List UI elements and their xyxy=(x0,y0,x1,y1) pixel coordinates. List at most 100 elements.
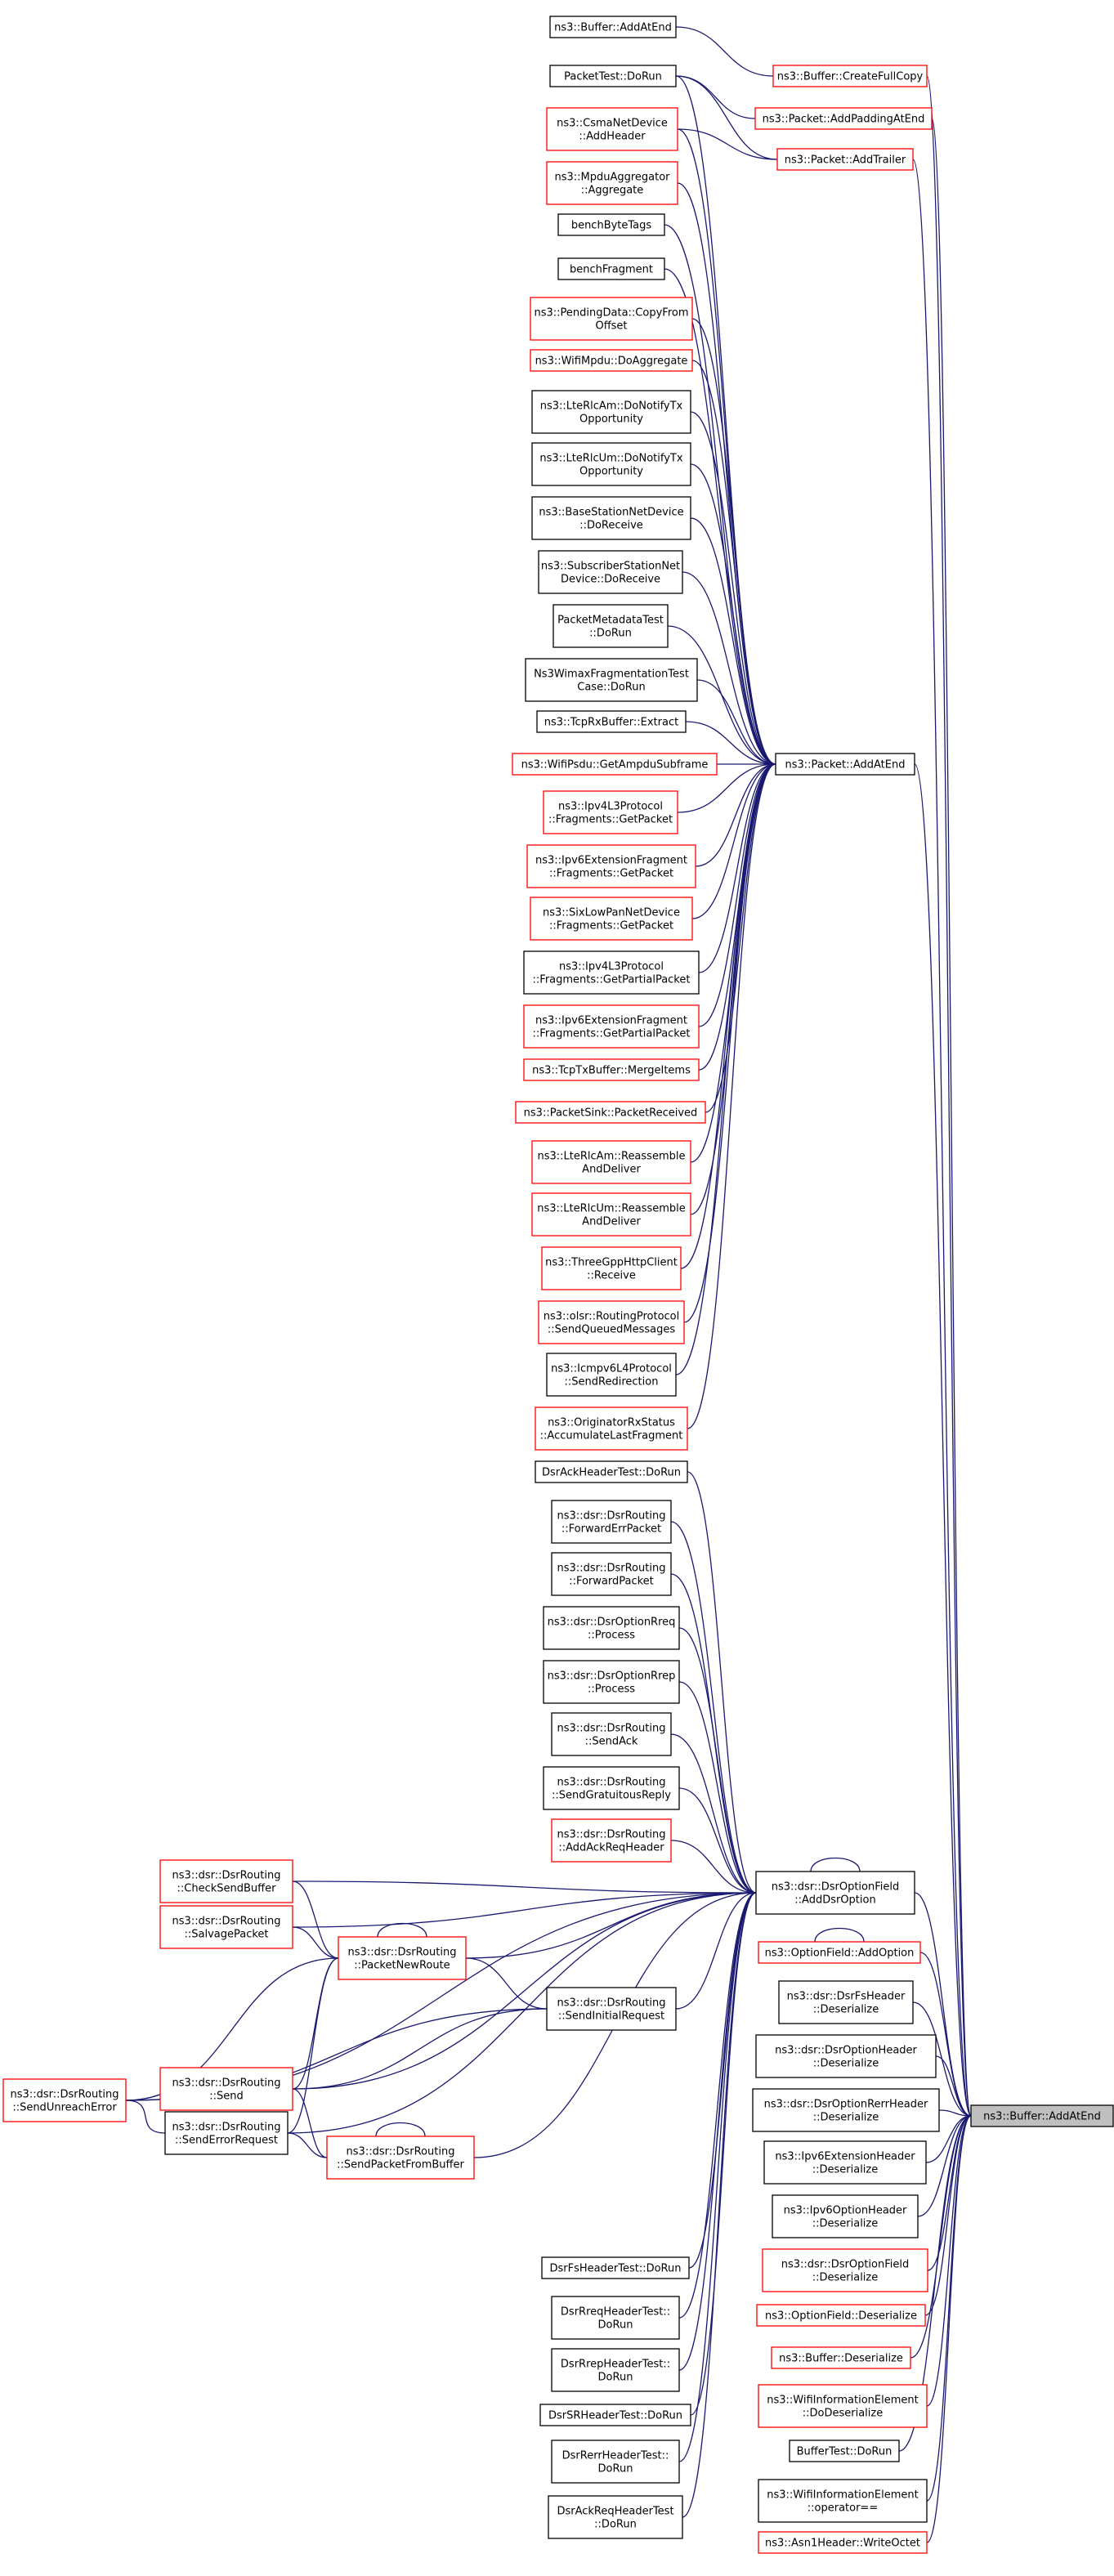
node-n43[interactable]: ns3::dsr::DsrRouting::SalvagePacket xyxy=(159,1905,293,1949)
node-n3[interactable]: ns3::Packet::AddPaddingAtEnd xyxy=(754,107,933,130)
node-n26[interactable]: ns3::PacketSink::PacketReceived xyxy=(515,1101,706,1124)
edge-n1-to-n69 xyxy=(926,75,972,2117)
node-n10[interactable]: ns3::WifiMpdu::DoAggregate xyxy=(530,349,693,372)
node-n36[interactable]: ns3::dsr::DsrOptionRreq::Process xyxy=(543,1606,680,1650)
node-n1[interactable]: ns3::Buffer::CreateFullCopy xyxy=(772,65,928,87)
node-n66[interactable]: DsrSRHeaderTest::DoRun xyxy=(539,2404,691,2426)
node-n46[interactable]: ns3::dsr::DsrFsHeader::Deserialize xyxy=(778,1980,914,2024)
node-n15[interactable]: PacketMetadataTest::DoRun xyxy=(553,604,669,648)
node-label: ns3::OptionField::AddOption xyxy=(765,1948,915,1960)
node-label: ns3::dsr::DsrRouting xyxy=(11,2089,119,2101)
edge-n44-to-n47 xyxy=(465,1957,548,2010)
node-n2[interactable]: PacketTest::DoRun xyxy=(549,65,677,87)
node-n50[interactable]: ns3::dsr::DsrRouting::Send xyxy=(159,2067,293,2111)
node-n32[interactable]: ns3::OriginatorRxStatus::AccumulateLastF… xyxy=(535,1407,688,1451)
node-label: ::ForwardPacket xyxy=(569,1576,654,1588)
node-n37[interactable]: ns3::dsr::DsrOptionRrep::Process xyxy=(543,1660,680,1704)
node-n4[interactable]: ns3::CsmaNetDevice::AddHeader xyxy=(546,107,678,151)
node-n54[interactable]: ns3::Ipv6ExtensionHeader::Deserialize xyxy=(763,2140,927,2185)
node-n56[interactable]: ns3::dsr::DsrOptionField::Deserialize xyxy=(762,2248,928,2292)
node-n55[interactable]: ns3::Ipv6OptionHeader::Deserialize xyxy=(772,2194,919,2238)
node-n61[interactable]: ns3::WifiInformationElement::operator== xyxy=(758,2479,928,2523)
node-label: ns3::dsr::DsrRouting xyxy=(557,1563,666,1575)
node-label: Device::DoReceive xyxy=(561,574,660,586)
node-n47[interactable]: ns3::dsr::DsrRouting::SendInitialRequest xyxy=(546,1987,677,2031)
node-n17[interactable]: ns3::TcpRxBuffer::Extract xyxy=(536,710,687,733)
node-n23[interactable]: ns3::Ipv4L3Protocol::Fragments::GetParti… xyxy=(523,950,700,995)
node-n0[interactable]: ns3::Buffer::AddAtEnd xyxy=(549,16,677,38)
node-n24[interactable]: ns3::Ipv6ExtensionFragment::Fragments::G… xyxy=(523,1004,700,1049)
node-n33[interactable]: DsrAckHeaderTest::DoRun xyxy=(535,1460,688,1483)
node-n57[interactable]: ns3::OptionField::Deserialize xyxy=(756,2304,926,2327)
node-n41[interactable]: ns3::dsr::DsrRouting::CheckSendBuffer xyxy=(159,1859,293,1903)
edge-n20-to-n19 xyxy=(677,763,776,813)
node-n18[interactable]: ns3::WifiPsdu::GetAmpduSubframe xyxy=(512,753,718,776)
node-n29[interactable]: ns3::ThreeGppHttpClient::Receive xyxy=(541,1246,682,1290)
node-n69[interactable]: ns3::Buffer::AddAtEnd xyxy=(970,2104,1114,2127)
edge-n9-to-n19 xyxy=(691,318,776,765)
node-n6[interactable]: ns3::MpduAggregator::Aggregate xyxy=(546,161,678,205)
node-label: ::DoDeserialize xyxy=(803,2408,883,2420)
node-n34[interactable]: ns3::dsr::DsrRouting::ForwardErrPacket xyxy=(551,1500,672,1544)
node-box xyxy=(543,1660,680,1704)
edge-n51-to-n69 xyxy=(938,2109,972,2117)
node-label: ::AddHeader xyxy=(579,131,646,143)
node-n14[interactable]: ns3::SubscriberStationNetDevice::DoRecei… xyxy=(538,550,683,594)
node-n25[interactable]: ns3::TcpTxBuffer::MergeItems xyxy=(523,1058,700,1081)
node-n51[interactable]: ns3::dsr::DsrOptionRerrHeader::Deseriali… xyxy=(752,2088,940,2132)
node-n63[interactable]: DsrFsHeaderTest::DoRun xyxy=(541,2256,690,2279)
node-n60[interactable]: BufferTest::DoRun xyxy=(789,2440,900,2462)
node-box xyxy=(772,65,928,87)
node-box xyxy=(549,16,677,38)
node-box xyxy=(526,844,696,888)
node-n64[interactable]: DsrRreqHeaderTest::DoRun xyxy=(551,2296,680,2340)
node-n8[interactable]: benchFragment xyxy=(557,257,665,280)
node-label: DsrAckHeaderTest::DoRun xyxy=(542,1467,681,1479)
node-n65[interactable]: DsrRrepHeaderTest::DoRun xyxy=(551,2348,680,2392)
node-n31[interactable]: ns3::Icmpv6L4Protocol::SendRedirection xyxy=(546,1353,677,1397)
edge-n45-to-n69 xyxy=(919,1952,972,2117)
node-label: ns3::dsr::DsrRouting xyxy=(172,1870,281,1882)
node-n39[interactable]: ns3::dsr::DsrRouting::SendGratuitousRepl… xyxy=(543,1766,680,1810)
node-n5[interactable]: ns3::Packet::AddTrailer xyxy=(776,148,914,171)
node-n38[interactable]: ns3::dsr::DsrRouting::SendAck xyxy=(551,1712,672,1756)
node-n49[interactable]: ns3::dsr::DsrRouting::SendUnreachError xyxy=(2,2078,127,2122)
node-n59[interactable]: ns3::WifiInformationElement::DoDeseriali… xyxy=(758,2384,928,2428)
edge-n62-to-n69 xyxy=(926,2115,972,2543)
node-n42[interactable]: ns3::dsr::DsrOptionField::AddDsrOption xyxy=(755,1871,915,1915)
edge-n34-to-n42 xyxy=(670,1521,757,1894)
node-n40[interactable]: ns3::dsr::DsrRouting::AddAckReqHeader xyxy=(551,1818,672,1863)
edge-n48-to-n69 xyxy=(935,2055,972,2117)
node-n52[interactable]: ns3::dsr::DsrRouting::SendErrorRequest xyxy=(164,2111,289,2155)
node-n7[interactable]: benchByteTags xyxy=(557,213,665,236)
node-n21[interactable]: ns3::Ipv6ExtensionFragment::Fragments::G… xyxy=(526,844,696,888)
node-n22[interactable]: ns3::SixLowPanNetDevice::Fragments::GetP… xyxy=(530,897,693,941)
node-n53[interactable]: ns3::dsr::DsrRouting::SendPacketFromBuff… xyxy=(326,2135,475,2180)
node-label: ns3::OriginatorRxStatus xyxy=(548,1417,675,1429)
node-n19[interactable]: ns3::Packet::AddAtEnd xyxy=(775,753,915,776)
node-n68[interactable]: DsrAckReqHeaderTest::DoRun xyxy=(548,2495,683,2539)
edge-n30-to-n19 xyxy=(683,763,776,1323)
node-n44[interactable]: ns3::dsr::DsrRouting::PacketNewRoute xyxy=(338,1936,467,1980)
node-n48[interactable]: ns3::dsr::DsrOptionHeader::Deserialize xyxy=(755,2034,937,2078)
node-n35[interactable]: ns3::dsr::DsrRouting::ForwardPacket xyxy=(551,1552,672,1596)
node-n13[interactable]: ns3::BaseStationNetDevice::DoReceive xyxy=(531,496,691,540)
node-label: ::AddDsrOption xyxy=(794,1894,875,1907)
node-n67[interactable]: DsrRerrHeaderTest::DoRun xyxy=(551,2440,680,2484)
node-n30[interactable]: ns3::olsr::RoutingProtocol::SendQueuedMe… xyxy=(538,1300,685,1344)
node-n45[interactable]: ns3::OptionField::AddOption xyxy=(758,1941,921,1964)
node-box xyxy=(543,790,678,834)
node-label: ns3::Asn1Header::WriteOctet xyxy=(765,2538,920,2550)
node-n20[interactable]: ns3::Ipv4L3Protocol::Fragments::GetPacke… xyxy=(543,790,678,834)
node-n58[interactable]: ns3::Buffer::Deserialize xyxy=(771,2346,911,2369)
node-label: ::Fragments::GetPartialPacket xyxy=(533,974,691,986)
node-box xyxy=(538,550,683,594)
edge-n3-to-n69 xyxy=(931,118,972,2117)
node-n62[interactable]: ns3::Asn1Header::WriteOctet xyxy=(758,2531,928,2554)
